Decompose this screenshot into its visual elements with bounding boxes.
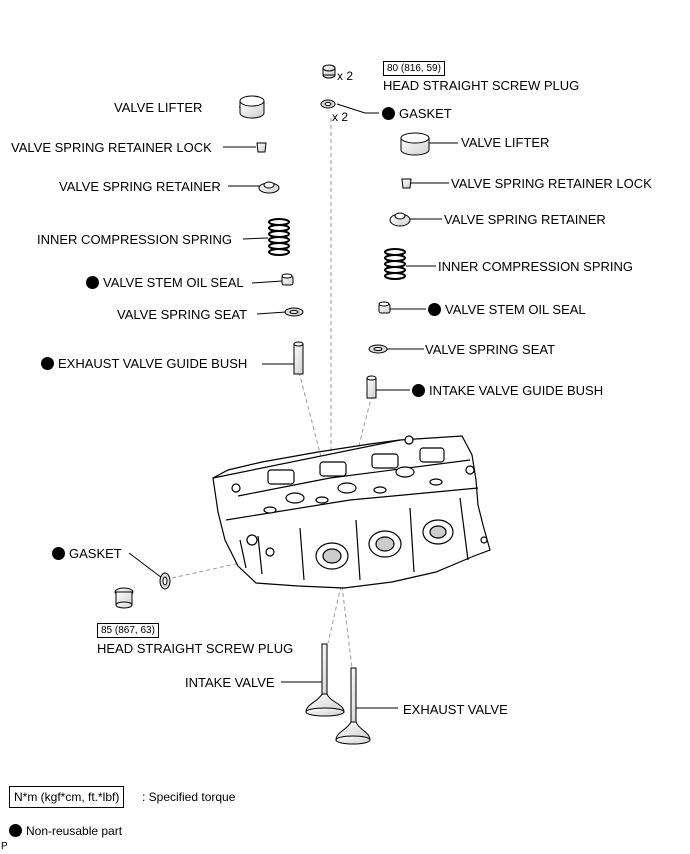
label-gasket-left: GASKET <box>52 546 122 561</box>
valve-lifter-left-icon <box>239 95 265 119</box>
legend-non-reusable-text: Non-reusable part <box>26 824 123 838</box>
filled-circle-icon <box>9 824 22 837</box>
label-stem-seal-right-text: VALVE STEM OIL SEAL <box>445 302 586 317</box>
label-inner-spring-left: INNER COMPRESSION SPRING <box>37 232 233 247</box>
top-gasket-icon <box>320 99 336 109</box>
left-screw-plug-icon <box>114 587 134 609</box>
label-intake-valve: INTAKE VALVE <box>185 675 275 690</box>
non-reusable-marker-icon <box>412 384 425 397</box>
non-reusable-marker-icon <box>52 547 65 560</box>
label-intake-guide-bush-text: INTAKE VALVE GUIDE BUSH <box>429 383 604 398</box>
multiplier-plug-top: x 2 <box>337 69 354 83</box>
retainer-lock-left-icon <box>256 142 267 153</box>
label-valve-lifter-right: VALVE LIFTER <box>461 135 550 150</box>
non-reusable-marker-icon <box>428 303 441 316</box>
non-reusable-marker-icon <box>382 107 395 120</box>
spring-seat-right-icon <box>368 344 388 354</box>
retainer-left-icon <box>258 181 280 194</box>
top-screw-plug-icon <box>322 64 336 79</box>
label-gasket-top-text: GASKET <box>399 106 452 121</box>
valve-lifter-right-icon <box>400 132 430 156</box>
label-stem-seal-right: VALVE STEM OIL SEAL <box>428 302 586 317</box>
label-stem-seal-left-text: VALVE STEM OIL SEAL <box>103 275 244 290</box>
label-exhaust-guide-bush: EXHAUST VALVE GUIDE BUSH <box>41 356 247 371</box>
label-gasket-left-text: GASKET <box>69 546 122 561</box>
label-inner-spring-right: INNER COMPRESSION SPRING <box>438 259 634 274</box>
retainer-lock-right-icon <box>401 178 412 189</box>
label-plug-top: HEAD STRAIGHT SCREW PLUG <box>383 78 580 93</box>
stem-seal-right-icon <box>378 301 391 314</box>
label-retainer-right: VALVE SPRING RETAINER <box>444 212 606 227</box>
cylinder-head-icon <box>212 435 491 589</box>
stem-seal-left-icon <box>281 273 294 286</box>
torque-top-plug: 80 (816, 59) <box>383 61 445 76</box>
spring-seat-left-icon <box>284 307 304 317</box>
label-retainer-lock-left: VALVE SPRING RETAINER LOCK <box>11 140 212 155</box>
label-plug-left: HEAD STRAIGHT SCREW PLUG <box>97 641 294 656</box>
legend-torque-box: N*m (kgf*cm, ft.*lbf) <box>9 786 125 808</box>
torque-left-plug: 85 (867, 63) <box>97 623 159 638</box>
non-reusable-marker-icon <box>41 357 54 370</box>
leader-lines <box>128 103 458 709</box>
intake-valve-icon <box>305 643 345 717</box>
label-intake-guide-bush: INTAKE VALVE GUIDE BUSH <box>412 383 603 398</box>
inner-spring-right-icon <box>384 248 406 280</box>
exhaust-valve-icon <box>335 667 371 745</box>
legend-torque-text: : Specified torque <box>142 790 236 804</box>
legend-non-reusable: Non-reusable part <box>9 823 122 839</box>
label-exhaust-valve: EXHAUST VALVE <box>403 702 508 717</box>
label-spring-seat-left: VALVE SPRING SEAT <box>117 307 248 322</box>
inner-spring-left-icon <box>268 218 290 256</box>
label-valve-lifter-left: VALVE LIFTER <box>114 100 203 115</box>
non-reusable-marker-icon <box>86 276 99 289</box>
label-retainer-left: VALVE SPRING RETAINER <box>59 179 221 194</box>
retainer-right-icon <box>389 212 411 227</box>
label-stem-seal-left: VALVE STEM OIL SEAL <box>86 275 244 290</box>
corner-code: P <box>1 841 8 852</box>
multiplier-gasket-top: x 2 <box>332 110 349 124</box>
label-gasket-top: GASKET <box>382 106 452 121</box>
label-spring-seat-right: VALVE SPRING SEAT <box>425 342 556 357</box>
left-gasket-icon <box>159 572 171 590</box>
label-exhaust-guide-bush-text: EXHAUST VALVE GUIDE BUSH <box>58 356 248 371</box>
exhaust-guide-bush-icon <box>293 341 304 375</box>
intake-guide-bush-icon <box>366 375 377 399</box>
label-retainer-lock-right: VALVE SPRING RETAINER LOCK <box>451 176 652 191</box>
